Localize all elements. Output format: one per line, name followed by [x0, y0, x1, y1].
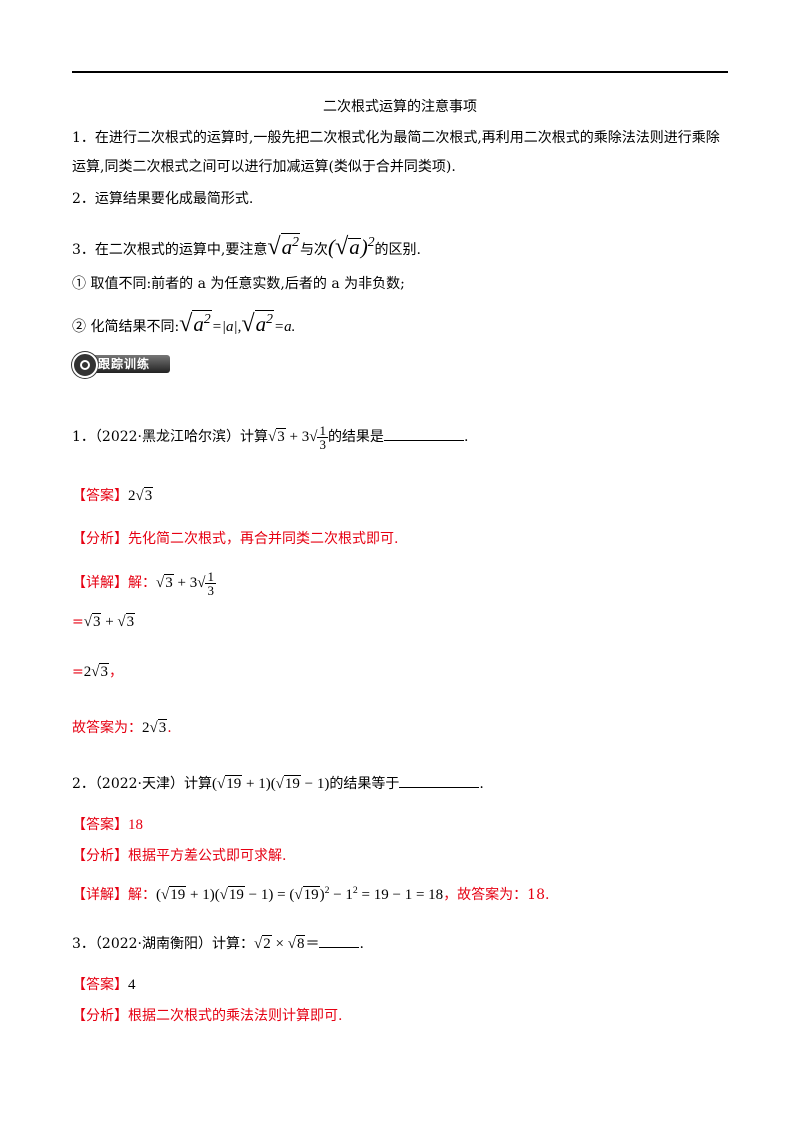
- note-1-line-1: 1．在进行二次根式的运算时,一般先把二次根式化为最简二次根式,再利用二次根式的乘…: [72, 130, 720, 146]
- case-2-eq-abs: =|a|,: [211, 319, 242, 335]
- q1-answer: 【答案】2√3: [72, 486, 154, 506]
- note-3-case-2: ② 化简结果不同:√a2=|a|,√a2=a.: [72, 310, 295, 337]
- q2-detail: 【详解】解：(√19 + 1)(√19 − 1) = (√19)2 − 12 =…: [72, 881, 549, 905]
- note-3-suffix: 的区别.: [374, 242, 421, 258]
- q1-detail-label: 【详解】: [72, 574, 128, 591]
- formula-sqrt-a-squared: √a2: [267, 233, 300, 260]
- page-title: 二次根式运算的注意事项: [323, 99, 477, 115]
- q2-prompt-suffix: 的结果等于: [329, 776, 400, 792]
- q3-expression: √2 × √8: [254, 935, 306, 952]
- note-3-prefix: 3．在二次根式的运算中,要注意: [72, 242, 268, 258]
- q3-prompt-prefix: 3．（2022·湖南衡阳）计算：: [72, 936, 254, 952]
- q1-prompt-suffix: 的结果是: [327, 428, 384, 445]
- q2-detail-expression: (√19 + 1)(√19 − 1) = (√19)2 − 12 = 19 − …: [156, 885, 444, 903]
- note-3: 3．在二次根式的运算中,要注意√a2与次(√a)2的区别.: [72, 232, 421, 260]
- formula-sqrt-a-squared-2: √a2: [179, 310, 212, 337]
- q2-answer-label: 【答案】: [72, 817, 128, 833]
- q1-analysis-text: 先化简二次根式，再合并同类二次根式即可.: [128, 531, 399, 547]
- q3-answer-blank: [319, 947, 360, 948]
- q2-detail-label: 【详解】: [72, 887, 128, 903]
- q1-step-1-expression: √3 + √3: [83, 613, 136, 630]
- header-rule: [72, 71, 728, 73]
- q3-prompt: 3．（2022·湖南衡阳）计算：√2 × √8＝.: [72, 935, 364, 952]
- q1-final-label: 故答案为：: [72, 720, 142, 736]
- q1-step-2-expression: 2√3: [83, 663, 109, 680]
- q2-detail-suffix: ，故答案为：18.: [443, 887, 550, 903]
- q1-step-2-eq: =: [72, 664, 84, 680]
- q3-prompt-suffix: ＝: [305, 936, 320, 952]
- q3-answer-value: 4: [128, 977, 136, 993]
- q1-step-2: =2√3，: [72, 662, 123, 682]
- formula-sqrt-a-squared-3: √a2: [241, 310, 274, 337]
- q1-final-value: 2√3: [142, 719, 168, 736]
- note-3-middle: 与次: [299, 242, 328, 258]
- note-1-line-2: 运算,同类二次根式之间可以进行加减运算(类似于合并同类项).: [72, 159, 456, 175]
- badge-background: [82, 355, 170, 373]
- q3-analysis: 【分析】根据二次根式的乘法法则计算即可.: [72, 1006, 342, 1026]
- note-3-case-1: ① 取值不同:前者的 a 为任意实数,后者的 a 为非负数;: [72, 276, 405, 292]
- q1-step-1-eq: =: [72, 614, 84, 630]
- q3-analysis-label: 【分析】: [72, 1008, 128, 1024]
- note-2: 2．运算结果要化成最简形式.: [72, 191, 254, 207]
- q1-step-1: =√3 + √3: [72, 612, 136, 632]
- q1-detail-prefix: 解：: [128, 574, 156, 591]
- q2-prompt: 2．（2022·天津）计算(√19 + 1)(√19 − 1)的结果等于.: [72, 775, 484, 792]
- q1-answer-value: 2√3: [128, 487, 154, 504]
- q2-analysis: 【分析】根据平方差公式即可求解.: [72, 846, 286, 866]
- case-2-prefix: ② 化简结果不同:: [72, 319, 180, 335]
- section-badge: 跟踪训练: [72, 352, 172, 378]
- q2-answer: 【答案】18: [72, 815, 143, 835]
- q2-detail-prefix: 解：: [128, 887, 156, 903]
- q2-analysis-label: 【分析】: [72, 848, 128, 864]
- q3-answer: 【答案】4: [72, 975, 136, 995]
- q1-step-2-comma: ，: [108, 664, 123, 680]
- q1-analysis-label: 【分析】: [72, 531, 128, 547]
- q2-answer-blank: [399, 787, 480, 788]
- formula-sqrt-a-pow2: (√a)2: [327, 233, 375, 260]
- q1-final-period: .: [167, 720, 172, 736]
- q3-answer-label: 【答案】: [72, 977, 128, 993]
- q1-analysis: 【分析】先化简二次根式，再合并同类二次根式即可.: [72, 529, 398, 549]
- q2-analysis-text: 根据平方差公式即可求解.: [128, 848, 287, 864]
- q2-prompt-prefix: 2．（2022·天津）计算: [72, 776, 212, 792]
- badge-label: 跟踪训练: [98, 357, 151, 371]
- q2-expression: (√19 + 1)(√19 − 1): [212, 775, 330, 792]
- q1-answer-blank: [383, 439, 464, 441]
- q1-answer-label: 【答案】: [72, 488, 128, 504]
- q3-analysis-text: 根据二次根式的乘法法则计算即可.: [128, 1008, 343, 1024]
- q1-prompt-prefix: 1．（2022·黑龙江哈尔滨）计算: [72, 428, 268, 445]
- q2-answer-value: 18: [128, 817, 143, 833]
- case-2-eq-a: =a.: [273, 319, 296, 335]
- q1-final: 故答案为：2√3.: [72, 718, 172, 738]
- target-icon: [72, 352, 98, 378]
